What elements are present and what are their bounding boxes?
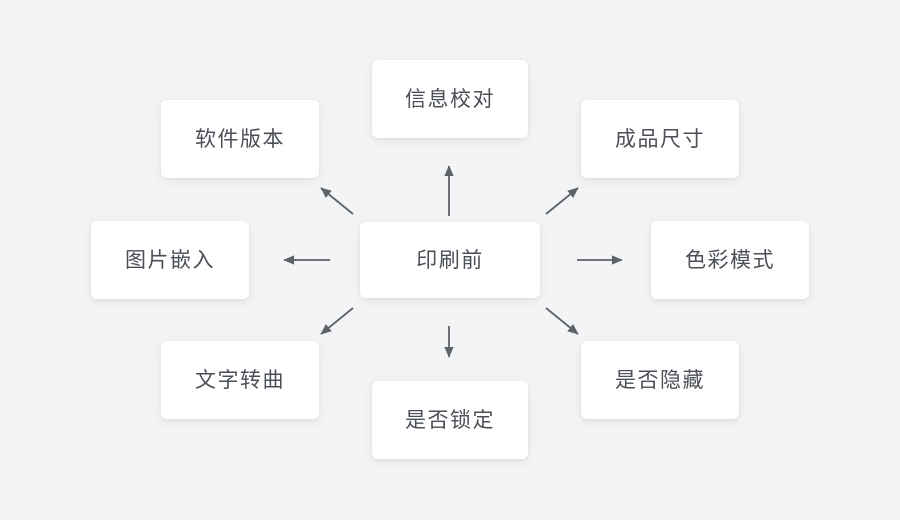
node-label-top-right: 成品尺寸 xyxy=(615,127,705,151)
arrow-down-right xyxy=(545,307,579,335)
arrow-up-left xyxy=(320,187,354,215)
node-color-mode[interactable]: 色彩模式 xyxy=(651,221,809,299)
node-label-right: 色彩模式 xyxy=(685,248,775,272)
node-label-bottom-right: 是否隐藏 xyxy=(615,368,705,392)
node-image-embedding[interactable]: 图片嵌入 xyxy=(91,221,249,299)
node-text-to-curves[interactable]: 文字转曲 xyxy=(161,341,319,419)
node-label-left: 图片嵌入 xyxy=(125,248,215,272)
node-is-locked[interactable]: 是否锁定 xyxy=(372,381,528,459)
node-label-bottom-left: 文字转曲 xyxy=(195,368,285,392)
arrow-down-left xyxy=(320,307,354,335)
node-center-prepress[interactable]: 印刷前 xyxy=(360,222,540,298)
node-software-version[interactable]: 软件版本 xyxy=(161,100,319,178)
node-info-proofreading[interactable]: 信息校对 xyxy=(372,60,528,138)
node-label-center: 印刷前 xyxy=(416,248,484,272)
node-label-top: 信息校对 xyxy=(405,87,495,111)
node-is-hidden[interactable]: 是否隐藏 xyxy=(581,341,739,419)
node-label-top-left: 软件版本 xyxy=(195,127,285,151)
node-finished-size[interactable]: 成品尺寸 xyxy=(581,100,739,178)
arrow-up-right xyxy=(545,187,579,215)
node-label-bottom: 是否锁定 xyxy=(405,408,495,432)
